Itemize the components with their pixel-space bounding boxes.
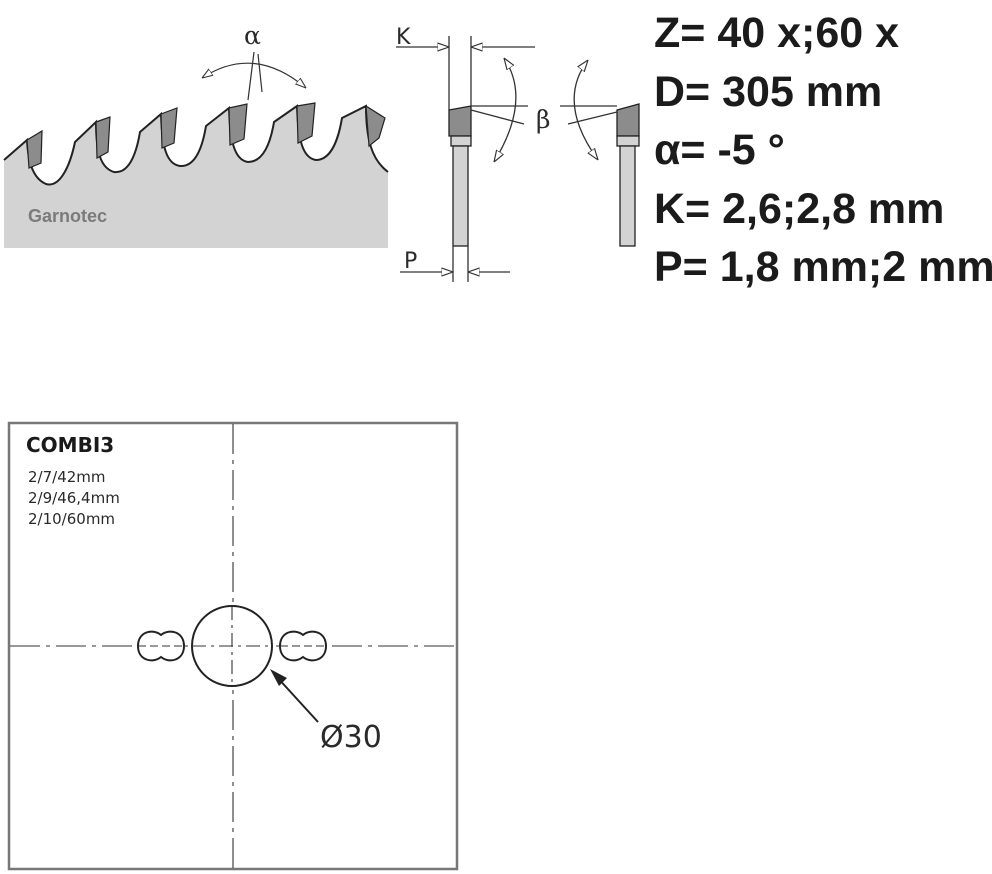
left-collar: [450, 135, 472, 147]
tooth-tip: [160, 107, 178, 149]
pinhole-right: [278, 630, 328, 662]
spec-diameter: D= 305 mm: [654, 67, 883, 116]
alpha-annotation: [202, 51, 306, 101]
brand-label: Garnotec: [28, 206, 107, 226]
alpha-symbol: α: [244, 21, 261, 50]
beta-symbol: β: [536, 105, 550, 134]
bore-leader: [275, 675, 319, 723]
kerf-label: K: [396, 25, 411, 50]
blade-edge: [3, 104, 389, 186]
blade-profile: Garnotec: [3, 102, 389, 248]
right-tooth: [616, 103, 640, 137]
tooth-tip: [95, 116, 111, 159]
spec-teeth: Z= 40 x;60 x: [654, 9, 900, 57]
spec-plate: P= 1,8 mm;2 mm: [654, 243, 992, 291]
pinhole-left: [136, 630, 186, 662]
pinhole-title: COMBI3: [26, 433, 114, 457]
right-plate: [619, 145, 636, 247]
left-plate: [452, 145, 469, 247]
left-tooth: [448, 105, 472, 137]
bore-diameter-label: Ø30: [320, 720, 382, 755]
tooth-tip: [26, 129, 43, 169]
spec-hook-angle: α= -5 °: [654, 126, 785, 174]
tooth-tip: [296, 102, 316, 144]
pinhole-line-3: 2/10/60mm: [28, 510, 115, 528]
tooth-tip: [228, 103, 248, 146]
pinhole-line-1: 2/7/42mm: [28, 468, 106, 486]
bore-panel: Ø30 COMBI3 2/7/42mm 2/9/46,4mm 2/10/60mm: [7, 421, 459, 871]
plate-label: P: [404, 249, 417, 274]
carbide-tips: [26, 102, 386, 169]
bore-leader-arrowhead: [270, 669, 287, 686]
tooth-tip: [365, 104, 386, 148]
pinhole-line-2: 2/9/46,4mm: [28, 489, 120, 507]
right-collar: [616, 135, 640, 147]
spec-kerf: K= 2,6;2,8 mm: [654, 184, 945, 233]
kerf-detail: [396, 36, 640, 282]
blade-body: [4, 106, 388, 248]
spec-list: Z= 40 x;60 x D= 305 mm α= -5 ° K= 2,6;2,…: [654, 4, 992, 297]
